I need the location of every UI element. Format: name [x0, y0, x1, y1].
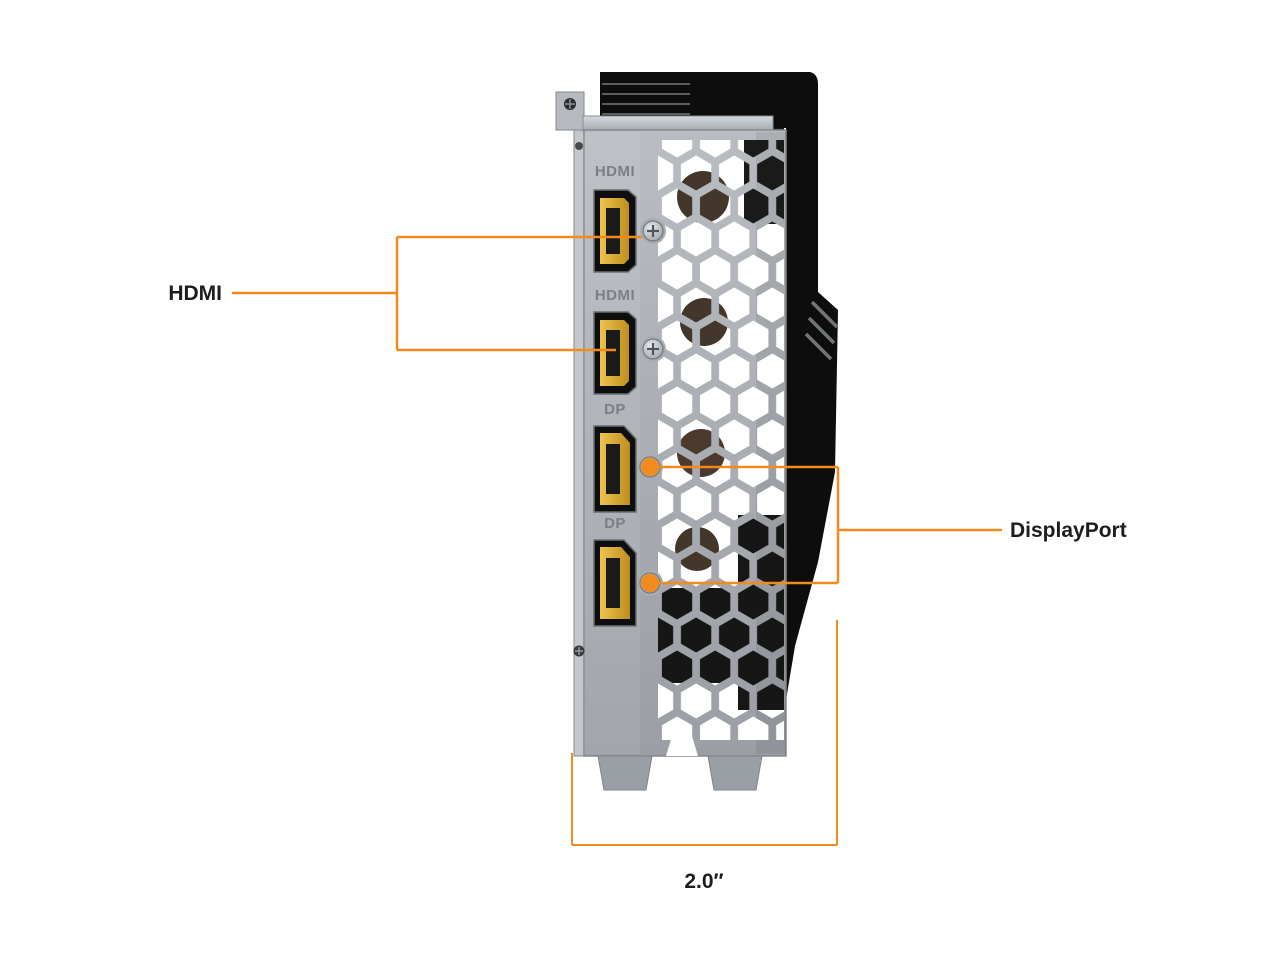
screw-icon	[575, 142, 583, 150]
bottom-tab-left	[597, 755, 653, 791]
hdmi-port-1-engraving: HDMI	[595, 163, 635, 180]
screw-icon	[564, 98, 576, 110]
screw-icon	[640, 218, 666, 244]
io-bracket-plate	[555, 91, 787, 757]
hdmi-callout: HDMI	[168, 235, 642, 352]
hdmi-port-1: HDMI	[593, 163, 637, 273]
bracket-top-band	[582, 115, 774, 132]
hdmi-callout-label: HDMI	[168, 282, 222, 305]
shroud-stripes	[804, 300, 839, 361]
dimension-label: 2.0″	[684, 870, 723, 893]
io-ports: HDMI HDMI DP DP	[593, 163, 637, 627]
dimension-lines	[571, 620, 838, 846]
bracket-side-fold	[573, 129, 585, 757]
bracket-top-tab	[555, 91, 585, 131]
dp-port-2-engraving: DP	[604, 515, 626, 532]
displayport-port-2: DP	[593, 515, 637, 627]
bracket-bottom-tabs	[597, 736, 763, 791]
screw-icon	[573, 645, 585, 657]
displayport-callout: DisplayPort	[641, 458, 1127, 592]
bottom-tab-right	[707, 755, 763, 791]
callout-dot	[641, 458, 659, 476]
bracket-fold-screws	[564, 98, 585, 657]
hdmi-port-2-engraving: HDMI	[595, 287, 635, 304]
width-dimension: 2.0″	[571, 620, 838, 893]
screw-icon	[640, 336, 666, 362]
displayport-callout-line	[650, 465, 1002, 585]
hdmi-port-2: HDMI	[593, 287, 637, 395]
dp-port-1-engraving: DP	[604, 401, 626, 418]
hdmi-callout-line	[232, 235, 642, 352]
heatsink-fins	[602, 83, 690, 115]
displayport-callout-label: DisplayPort	[1010, 519, 1127, 542]
callout-dot	[641, 574, 659, 592]
displayport-port-1: DP	[593, 401, 637, 513]
bottom-notch	[666, 736, 698, 756]
